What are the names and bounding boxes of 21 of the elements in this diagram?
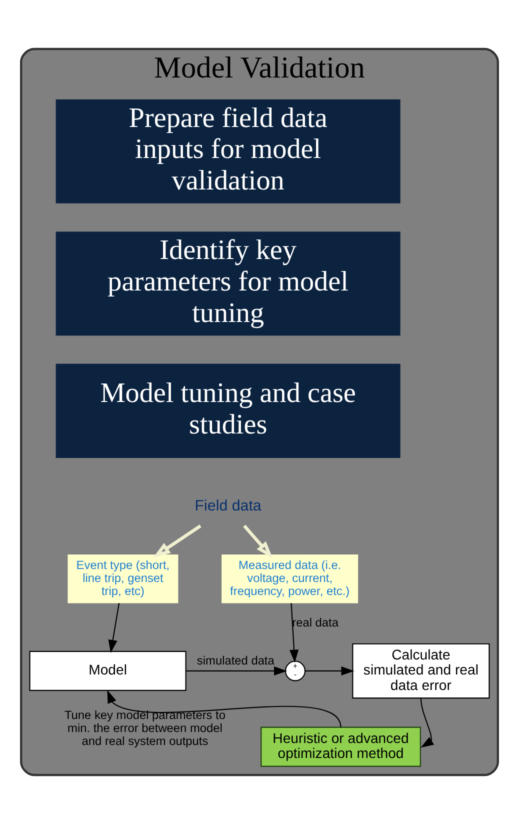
node-box: Event type (short, line trip, genset trip, etc) [68, 554, 178, 604]
node-box: Identify key parameters for model tuning [56, 232, 400, 336]
edge-label: real data [292, 615, 338, 630]
node-box: Model [29, 650, 186, 692]
node-box: Prepare field data inputs for model validation [56, 99, 400, 204]
node-box: Model tuning and case studies [56, 364, 400, 458]
arrow [305, 666, 354, 676]
edge-label: simulated data [196, 653, 274, 668]
arrow [108, 603, 120, 653]
arrow [186, 666, 288, 676]
node-text: Field data [194, 497, 262, 514]
node-circle: + - [284, 660, 306, 682]
node-box: Heuristic or advanced optimization method [260, 726, 421, 767]
arrow [290, 603, 299, 663]
arrow [420, 698, 434, 748]
arrow [107, 690, 342, 728]
arrow [153, 524, 202, 558]
node-box: Calculate simulated and real data error [352, 643, 490, 699]
edge-label: Tune key model parameters to min. the error between model and real system outputs [64, 708, 226, 748]
node-box: Measured data (i.e. voltage, current, frequency, power, etc.) [222, 554, 358, 604]
arrow [243, 524, 273, 558]
